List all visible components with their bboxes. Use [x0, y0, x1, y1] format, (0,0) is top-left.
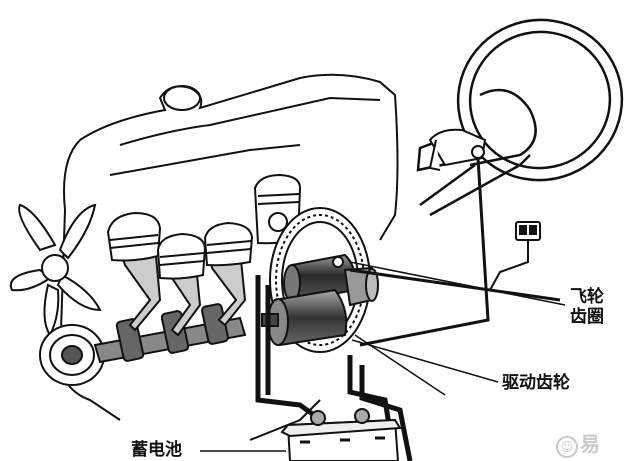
connector — [489, 221, 541, 291]
label-drive-gear: 驱动齿轮 — [502, 373, 570, 393]
ignition-switch — [428, 128, 487, 171]
label-flywheel-ring-gear: 飞轮 齿圈 — [570, 287, 610, 327]
watermark: ☺易 — [556, 428, 600, 458]
wiring — [349, 157, 561, 396]
watermark-glyph: 易 — [580, 432, 600, 456]
leader-lines — [200, 261, 566, 452]
engine-fan — [9, 203, 102, 337]
watermark-mark-icon: ☺ — [556, 436, 578, 458]
label-battery: 蓄电池 — [131, 440, 182, 460]
label-flywheel-line2: 齿圈 — [570, 307, 604, 327]
starter-motor — [261, 253, 379, 347]
crankshaft — [93, 303, 247, 364]
steering-wheel — [416, 18, 624, 217]
battery — [280, 408, 402, 461]
engine-block — [58, 73, 399, 441]
pistons — [106, 173, 302, 337]
label-flywheel-line1: 飞轮 — [570, 287, 604, 307]
crank-pulley — [39, 324, 105, 386]
